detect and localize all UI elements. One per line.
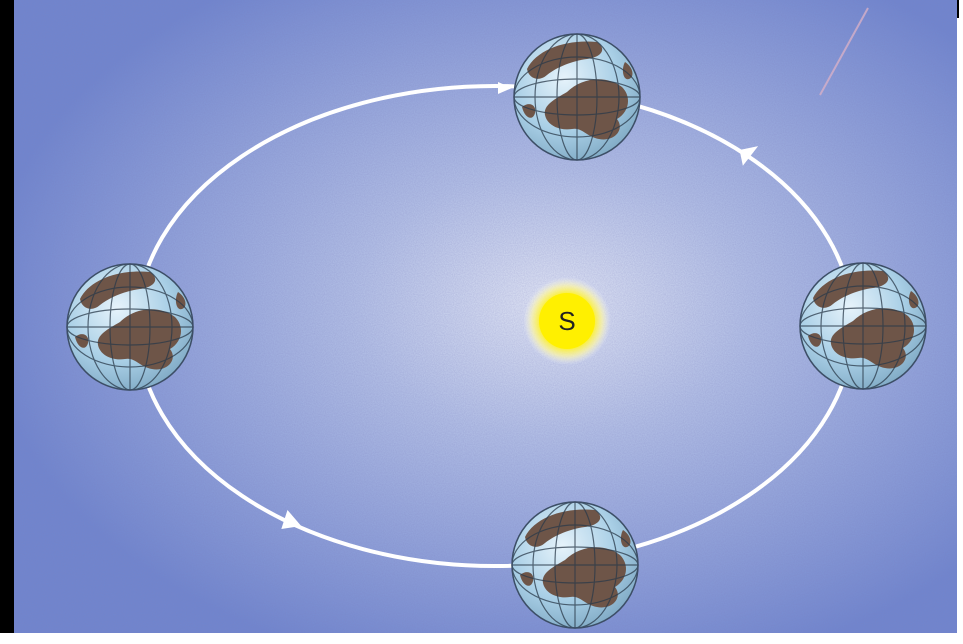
frame-bottom-border [0, 633, 963, 639]
sun-core [539, 293, 595, 349]
sun-label: S [558, 306, 575, 336]
sun: S [523, 277, 611, 365]
earth-bottom [511, 501, 639, 629]
streak-mark [819, 7, 869, 96]
orbit-arrow-top [498, 82, 512, 94]
earth-top [513, 33, 641, 161]
earth-left [66, 263, 194, 391]
frame-right-border [957, 0, 963, 639]
orbit-arrow-lower-left [281, 510, 302, 530]
earth-right [799, 262, 927, 390]
frame-left-border [0, 0, 14, 639]
orbit-arrow-upper-right [739, 146, 759, 166]
frame-right-line [957, 0, 959, 18]
